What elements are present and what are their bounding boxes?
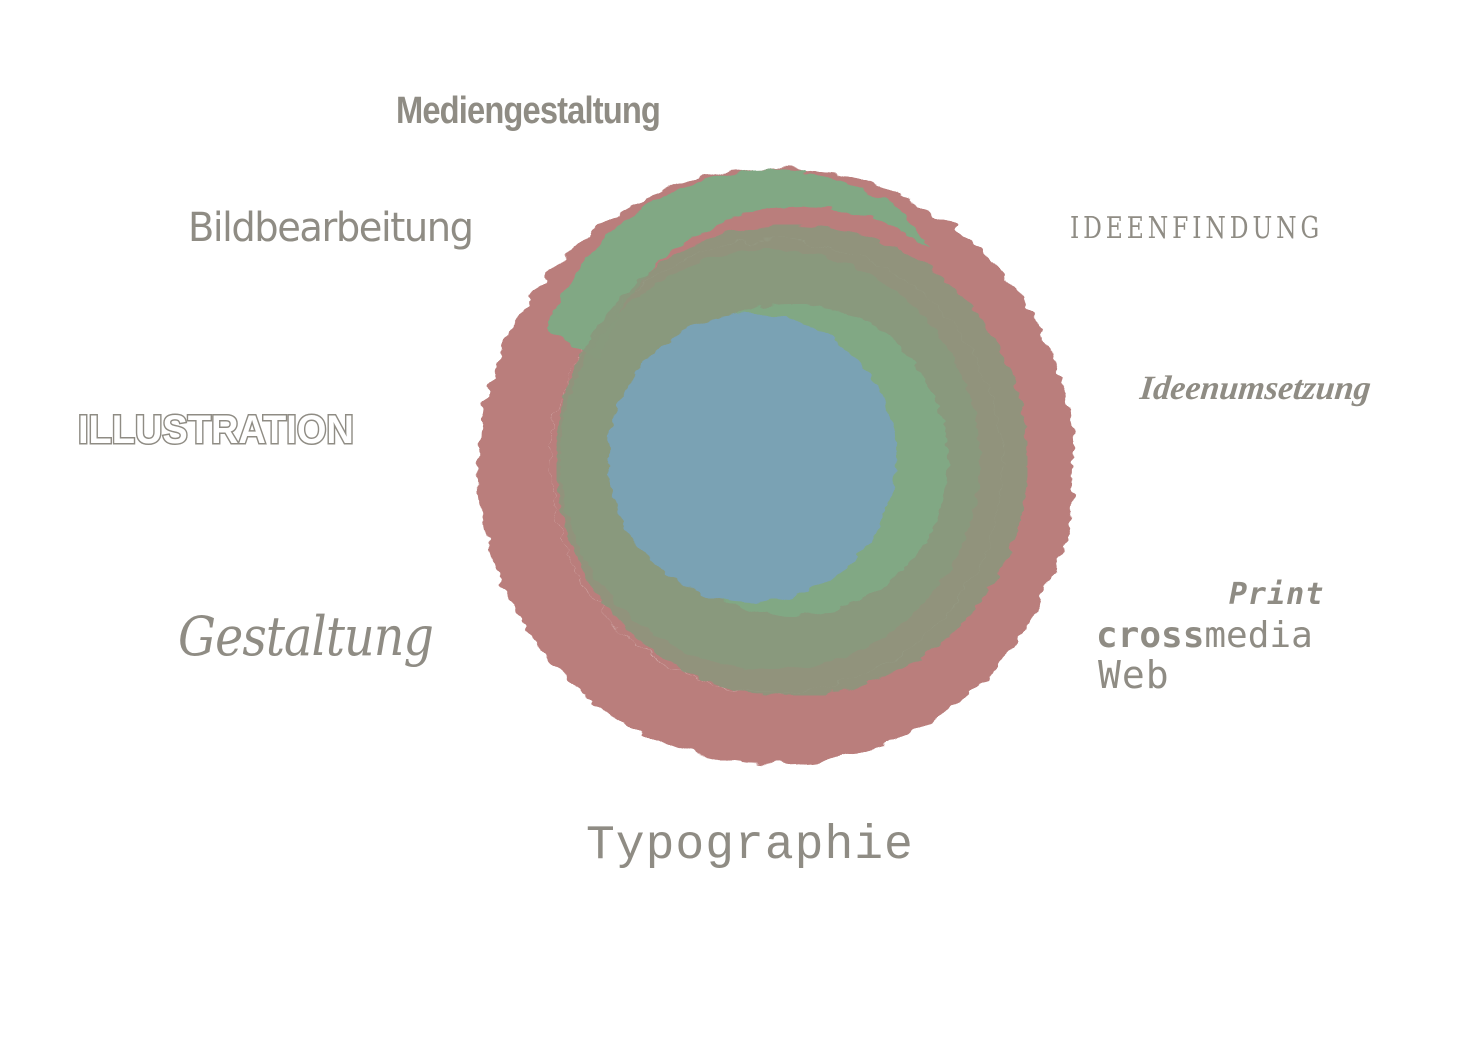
label-typographie: Typographie bbox=[586, 819, 914, 873]
label-gestaltung: Gestaltung bbox=[178, 605, 434, 668]
inner-disc bbox=[608, 314, 896, 602]
label-print: Print bbox=[1229, 577, 1325, 612]
label-crossmedia: crossmedia bbox=[1096, 618, 1313, 654]
label-illustration: ILLUSTRATION bbox=[77, 408, 356, 452]
label-media: media bbox=[1204, 615, 1313, 656]
label-mediengestaltung: Mediengestaltung bbox=[396, 90, 661, 132]
label-ideenfindung: IDEENFINDUNG bbox=[1070, 211, 1324, 246]
label-ideenumsetzung: Ideenumsetzung bbox=[1138, 370, 1373, 407]
label-cross: cross bbox=[1096, 615, 1205, 656]
label-bildbearbeitung: Bildbearbeitung bbox=[188, 205, 474, 251]
label-web: Web bbox=[1098, 653, 1170, 697]
